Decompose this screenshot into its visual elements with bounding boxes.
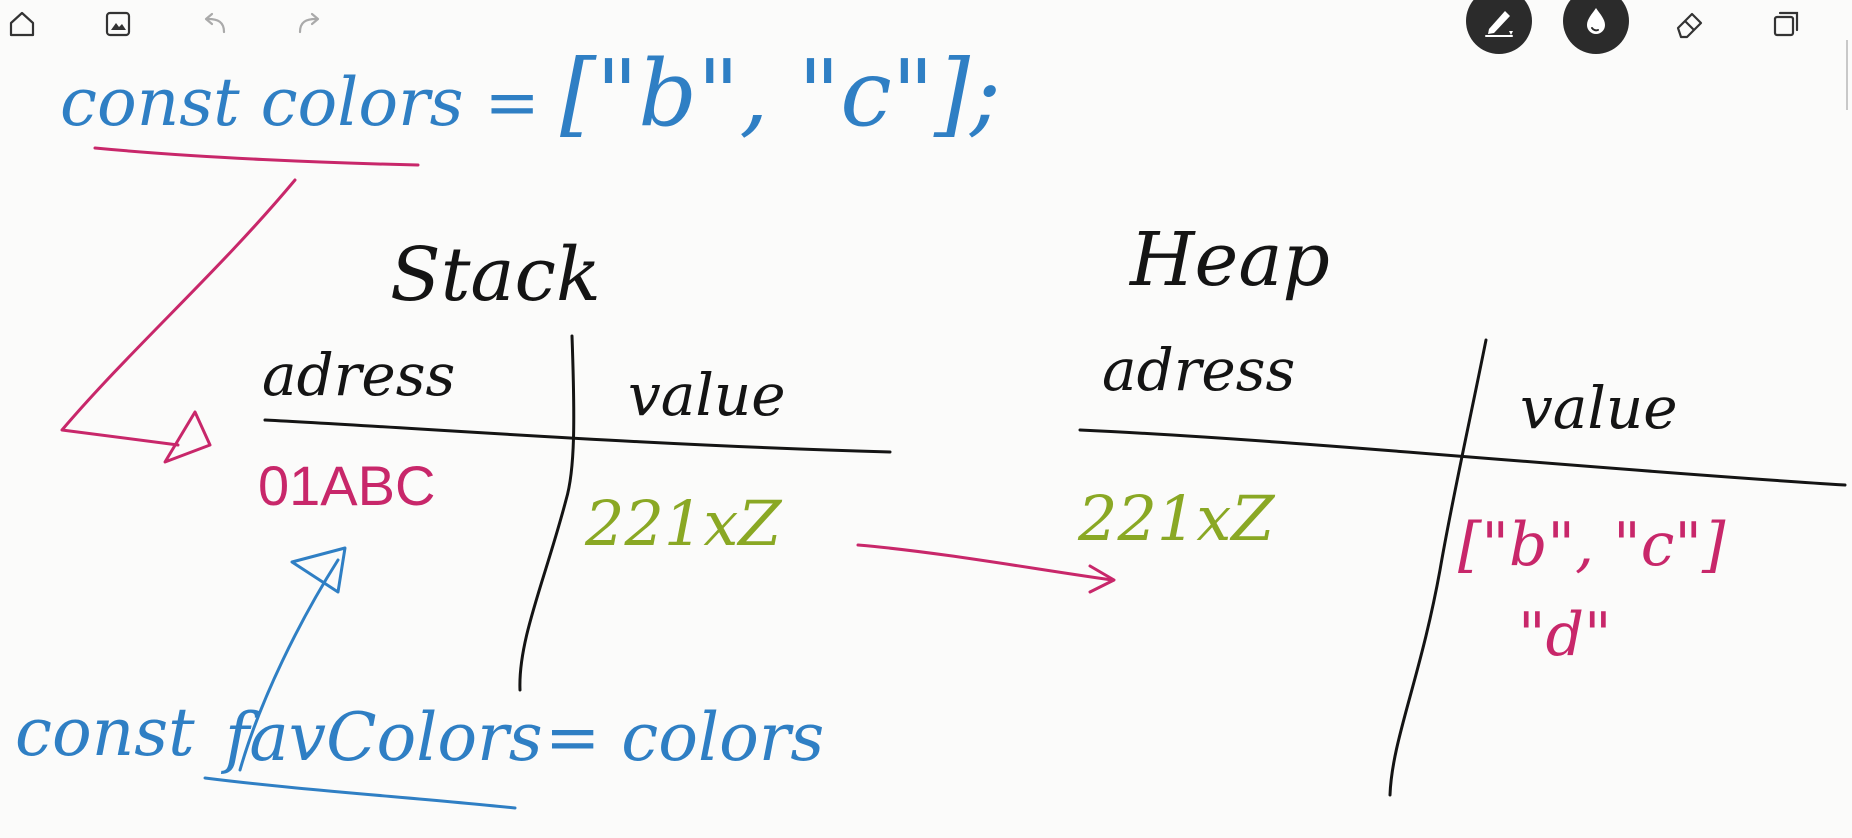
alias-arrow-head [290, 546, 347, 594]
heap-divider-line [1388, 338, 1488, 797]
bottom-keyword-text: const [15, 694, 195, 771]
stack-address-value: 01ABC [258, 454, 435, 517]
heap-title: Heap [1128, 217, 1330, 303]
reference-arrow [60, 178, 297, 447]
heap-header-line [1078, 428, 1847, 487]
eraser-icon[interactable] [1668, 2, 1712, 46]
stack-value-cell: 221xZ [584, 487, 782, 560]
pointer-arrow-head [1088, 564, 1116, 594]
home-icon[interactable] [2, 4, 42, 44]
lasso-select-icon[interactable] [1764, 2, 1808, 46]
ink-color-icon[interactable] [1563, 0, 1629, 54]
code-array-text: ["b", "c"]; [560, 40, 1001, 147]
code-declaration-text: const colors = [60, 64, 540, 141]
bottom-name-text: favColors [220, 699, 543, 776]
bottom-underline-mark [203, 776, 517, 810]
undo-icon[interactable] [194, 4, 234, 44]
heap-value-added: "d" [1518, 600, 1612, 670]
heap-address-header: adress [1102, 336, 1295, 404]
stack-title: Stack [390, 232, 601, 318]
heap-value-header: value [1520, 374, 1678, 442]
stack-divider-line [518, 334, 576, 692]
stack-value-header: value [628, 361, 786, 429]
pointer-arrow [856, 543, 1114, 582]
arrow-head [163, 410, 212, 464]
pen-tool-icon[interactable] [1466, 0, 1532, 54]
stack-address-header: adress [262, 341, 455, 409]
bottom-rhs-text: = colors [545, 699, 824, 776]
image-icon[interactable] [98, 4, 138, 44]
stack-header-line [263, 418, 892, 454]
heap-address-value: 221xZ [1077, 482, 1275, 555]
heap-value-array: ["b", "c"] [1458, 510, 1726, 580]
redo-icon[interactable] [290, 4, 330, 44]
underline-mark [93, 146, 420, 167]
scrollbar[interactable] [1846, 40, 1852, 110]
